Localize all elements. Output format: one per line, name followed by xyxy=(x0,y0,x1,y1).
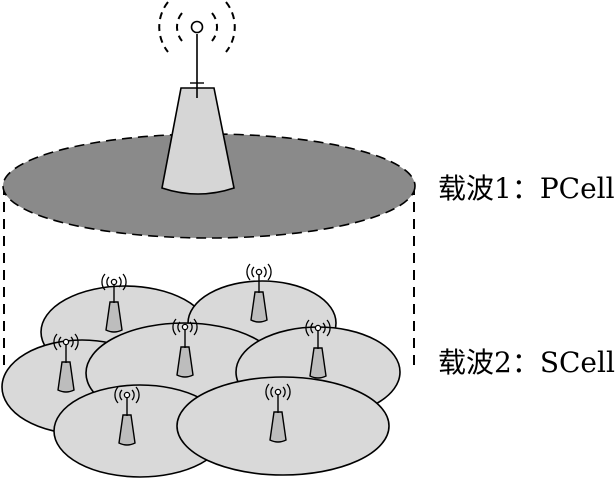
signal-waves-icon xyxy=(265,383,291,401)
small-antenna-tip xyxy=(123,391,131,399)
wave-arc xyxy=(193,318,198,336)
signal-waves-icon xyxy=(101,273,127,291)
wave-arc xyxy=(310,322,314,334)
signal-waves-icon xyxy=(114,386,140,404)
signal-waves-icon xyxy=(172,318,198,336)
small-base-station xyxy=(101,273,127,333)
small-base-station xyxy=(172,318,198,378)
scell-layer xyxy=(1,263,401,478)
wave-arc xyxy=(122,273,127,291)
small-antenna-tip xyxy=(62,338,70,346)
small-base-station xyxy=(305,319,331,379)
small-base-station xyxy=(246,263,272,323)
small-base-station xyxy=(53,333,79,393)
wave-arc xyxy=(58,336,62,348)
signal-waves-icon xyxy=(305,319,331,337)
small-tower-body xyxy=(269,411,287,443)
wave-arc xyxy=(74,333,79,351)
macro-base-station xyxy=(158,1,236,195)
wave-arc xyxy=(106,276,110,288)
small-tower-body xyxy=(105,301,123,333)
wave-arc xyxy=(172,318,177,336)
small-antenna-tip xyxy=(255,268,263,276)
macro-tower-body xyxy=(161,87,235,195)
signal-waves-icon xyxy=(53,333,79,351)
small-tower-body xyxy=(118,414,136,446)
macro-antenna-tip xyxy=(190,20,204,34)
wave-arc xyxy=(101,273,106,291)
wave-arc xyxy=(263,266,267,278)
signal-waves-icon xyxy=(246,263,272,281)
small-base-station xyxy=(114,386,140,446)
wave-arc xyxy=(282,386,286,398)
wave-arc xyxy=(267,263,272,281)
wave-arc xyxy=(131,389,135,401)
wave-arc xyxy=(118,276,122,288)
signal-waves-icon xyxy=(158,1,236,53)
wave-arc xyxy=(114,386,119,404)
small-base-station xyxy=(265,383,291,443)
wave-arc xyxy=(326,319,331,337)
dashed-guides xyxy=(3,185,415,372)
small-antenna-tip xyxy=(181,323,189,331)
wave-arc xyxy=(322,322,326,334)
wave-arc xyxy=(286,383,291,401)
scell-carrier-label: 载波2：SCell xyxy=(438,346,615,379)
small-tower-body xyxy=(57,361,75,393)
wave-arc xyxy=(189,321,193,333)
wave-arc xyxy=(251,266,255,278)
pcell-carrier-label: 载波1：PCell xyxy=(438,172,615,205)
wave-arc xyxy=(305,319,310,337)
small-tower-body xyxy=(176,346,194,378)
wave-arc xyxy=(246,263,251,281)
small-tower-body xyxy=(250,291,268,323)
small-antenna-tip xyxy=(274,388,282,396)
wave-arc xyxy=(53,333,58,351)
small-antenna-tip xyxy=(314,324,322,332)
small-antenna-tip xyxy=(110,278,118,286)
small-tower-body xyxy=(309,347,327,379)
wave-arc xyxy=(70,336,74,348)
wave-arc xyxy=(177,321,181,333)
wave-arc xyxy=(135,386,140,404)
wave-arc xyxy=(265,383,270,401)
wave-arc xyxy=(119,389,123,401)
wave-arc xyxy=(270,386,274,398)
